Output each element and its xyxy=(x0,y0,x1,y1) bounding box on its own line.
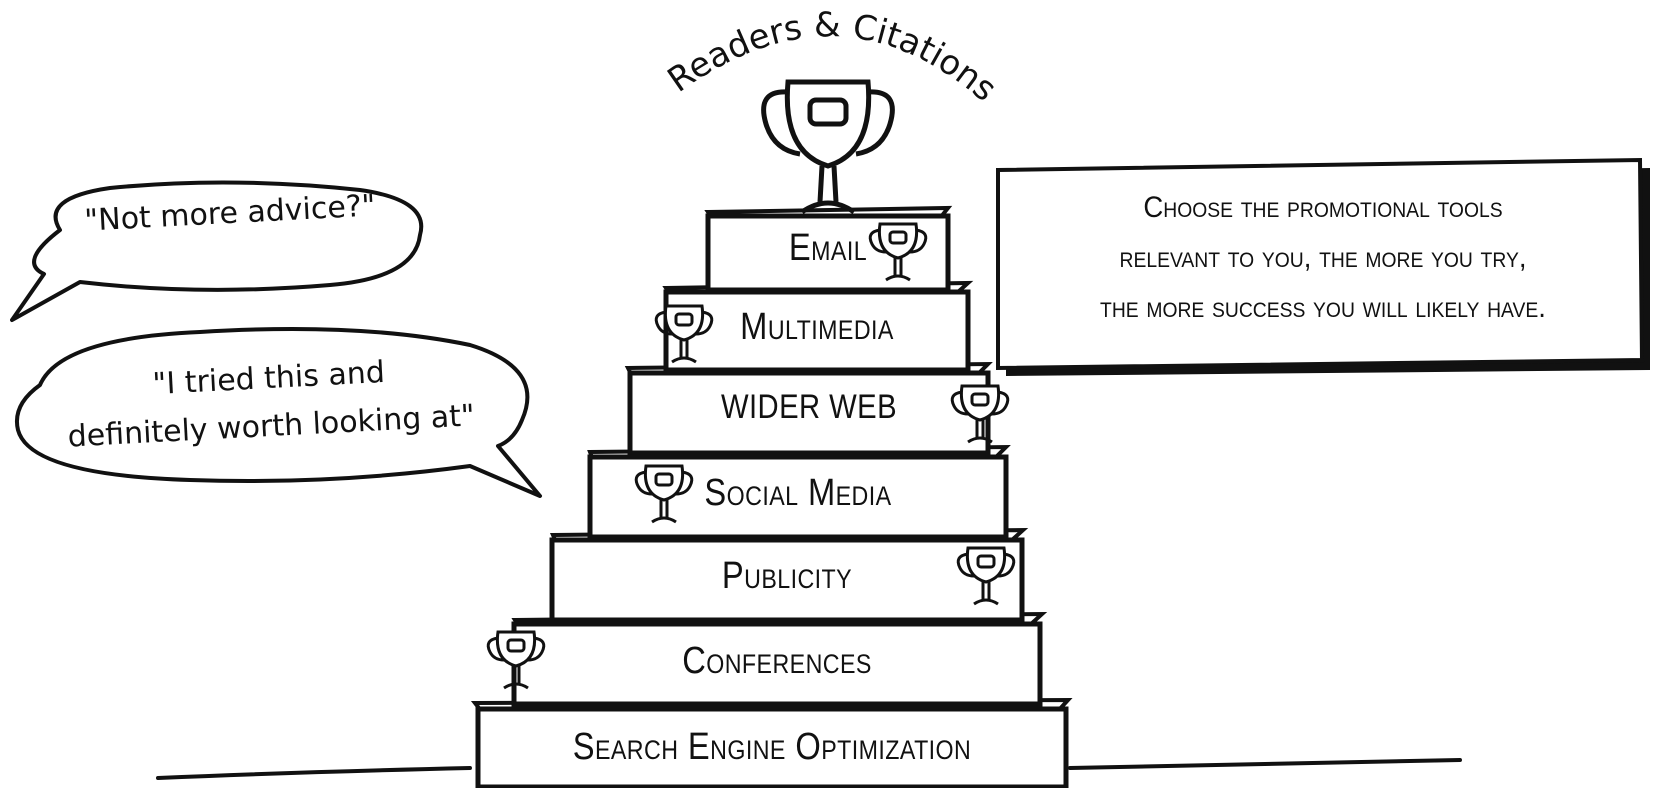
step-label-conferences: Conferences xyxy=(682,640,872,682)
step-label-social-media: Social Media xyxy=(704,472,892,514)
step-label-wider-web: wider web xyxy=(720,388,898,426)
note-text: Choose the promotional tools relevant to… xyxy=(1100,191,1546,324)
ground-line xyxy=(156,758,1462,780)
step-label-publicity: Publicity xyxy=(721,555,853,597)
speech-bubble-1 xyxy=(10,180,424,322)
step-label-seo: Search Engine Optimization xyxy=(572,726,972,768)
speech-bubble-2 xyxy=(15,326,542,498)
note-box xyxy=(996,157,1650,376)
step-label-email: Email xyxy=(788,227,868,269)
large-trophy-icon xyxy=(761,79,895,215)
step-label-multimedia: Multimedia xyxy=(740,306,894,348)
staircase xyxy=(470,205,1073,788)
